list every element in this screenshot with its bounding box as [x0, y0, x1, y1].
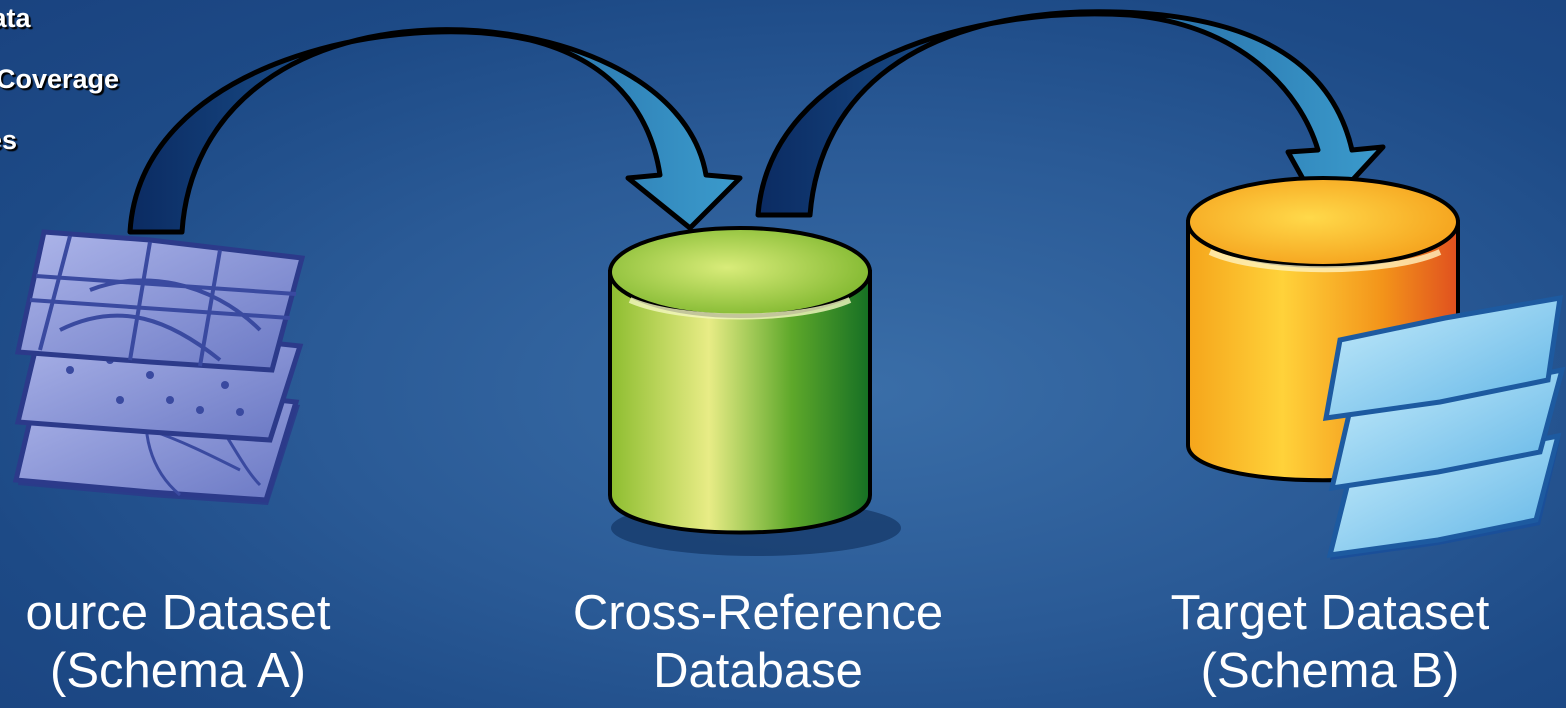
curved-arrow-icon	[127, 27, 743, 235]
bullet-item: Data	[0, 3, 31, 33]
database-cylinder-icon	[608, 226, 901, 556]
source-dataset-label: ource Dataset (Schema A)	[0, 584, 378, 700]
bullet-item: iles	[0, 125, 18, 155]
database-with-layers-icon	[1186, 176, 1566, 560]
target-dataset-schema: (Schema B)	[1200, 644, 1460, 698]
target-dataset-title: Target Dataset	[1170, 586, 1490, 640]
bullet-item: o Coverage	[0, 64, 120, 94]
target-dataset-label: Target Dataset (Schema B)	[1120, 584, 1540, 700]
crossref-database-subtitle: Database	[653, 644, 863, 698]
crossref-database-title: Cross-Reference	[572, 586, 944, 640]
crossref-database-label: Cross-Reference Database	[538, 584, 978, 700]
layers-stack-icon	[12, 229, 306, 505]
bullet-list: Data o Coverage iles	[0, 0, 119, 183]
source-dataset-title: ource Dataset	[25, 586, 331, 640]
source-dataset-schema: (Schema A)	[50, 644, 306, 698]
